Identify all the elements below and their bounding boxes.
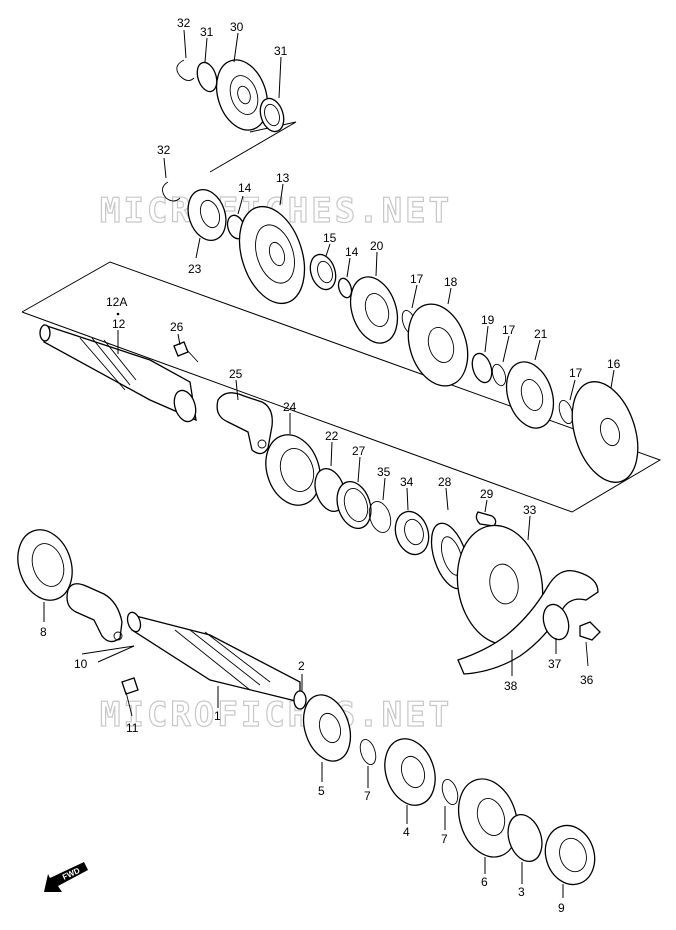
label-24: 24 bbox=[283, 400, 297, 414]
part-23-bearing bbox=[187, 189, 227, 241]
part-37-washer bbox=[542, 603, 570, 641]
label-7-b: 7 bbox=[441, 832, 448, 846]
part-3-bush bbox=[507, 813, 543, 863]
part-27-o-ring bbox=[336, 480, 372, 530]
part-4-gear bbox=[384, 738, 436, 806]
label-12a: 12A bbox=[106, 295, 127, 309]
label-21: 21 bbox=[534, 327, 548, 341]
part-25-stopper-plate bbox=[216, 392, 273, 455]
label-27: 27 bbox=[352, 444, 366, 458]
label-36: 36 bbox=[580, 673, 594, 687]
label-26: 26 bbox=[170, 320, 184, 334]
label-4: 4 bbox=[403, 825, 410, 839]
part-26-bolt bbox=[173, 341, 199, 363]
part-6-gear bbox=[457, 778, 519, 858]
watermark-bottom: MICROFICHES.NET bbox=[100, 695, 452, 735]
part-14-washer-2 bbox=[337, 277, 353, 299]
part-10-stopper-plate bbox=[66, 583, 123, 643]
label-14-a: 14 bbox=[238, 181, 252, 195]
label-32: 32 bbox=[157, 143, 171, 157]
part-12-countershaft bbox=[39, 324, 197, 423]
label-17-a: 17 bbox=[410, 272, 424, 286]
label-35: 35 bbox=[377, 465, 391, 479]
part-31-ring-left bbox=[196, 61, 218, 93]
label-1: 1 bbox=[214, 709, 221, 723]
label-18: 18 bbox=[444, 275, 458, 289]
label-19: 19 bbox=[481, 313, 495, 327]
label-17-c: 17 bbox=[569, 366, 583, 380]
label-33: 33 bbox=[523, 503, 537, 517]
part-17-circlip-c bbox=[558, 399, 574, 425]
part-20-gear bbox=[349, 276, 399, 344]
part-35-o-ring bbox=[368, 501, 392, 533]
label-11: 11 bbox=[126, 721, 139, 735]
part-38-chain bbox=[457, 569, 599, 675]
label-20: 20 bbox=[370, 239, 384, 253]
top-frame-line bbox=[209, 121, 297, 173]
part-7-circlip-a bbox=[359, 738, 377, 766]
label-28: 28 bbox=[438, 475, 452, 489]
label-9: 9 bbox=[558, 901, 565, 915]
part-34-spacer bbox=[394, 510, 430, 556]
label-15: 15 bbox=[323, 231, 337, 245]
part-29-bolt bbox=[475, 511, 497, 527]
label-31-top-right: 31 bbox=[274, 44, 288, 58]
part-15-needle-bearing bbox=[309, 253, 337, 291]
part-32-circlip-top bbox=[176, 59, 195, 81]
part-5-gear bbox=[302, 694, 352, 762]
part-18-gear bbox=[407, 303, 469, 387]
countershaft-frame bbox=[21, 261, 662, 513]
label-3: 3 bbox=[518, 885, 525, 899]
part-17-circlip-b bbox=[491, 363, 507, 387]
label-12: 12 bbox=[112, 317, 126, 331]
label-30: 30 bbox=[230, 20, 244, 34]
label-22: 22 bbox=[325, 429, 339, 443]
forward-arrow-icon: FWD bbox=[44, 862, 88, 892]
label-10: 10 bbox=[74, 657, 88, 671]
part-7-circlip-b bbox=[441, 778, 459, 806]
label-32-top: 32 bbox=[177, 16, 191, 30]
part-13-gear bbox=[238, 205, 306, 305]
label-8: 8 bbox=[40, 625, 47, 639]
label-23: 23 bbox=[188, 262, 202, 276]
part-11-bolt bbox=[121, 677, 139, 717]
label-17-b: 17 bbox=[502, 323, 516, 337]
part-36-bolt bbox=[579, 621, 601, 667]
label-13: 13 bbox=[276, 171, 290, 185]
part-31-ring-right bbox=[259, 97, 285, 133]
label-7-a: 7 bbox=[364, 789, 371, 803]
part-30-gear bbox=[215, 59, 269, 131]
part-16-gear bbox=[571, 381, 639, 483]
label-16: 16 bbox=[607, 357, 621, 371]
fwd-label: FWD bbox=[61, 866, 82, 882]
label-25: 25 bbox=[229, 367, 243, 381]
label-14-b: 14 bbox=[345, 245, 359, 259]
label-38: 38 bbox=[504, 679, 518, 693]
label-31-top-left: 31 bbox=[200, 25, 214, 39]
label-6: 6 bbox=[481, 875, 488, 889]
label-37: 37 bbox=[548, 657, 562, 671]
label-29: 29 bbox=[480, 487, 494, 501]
part-8-bearing bbox=[17, 529, 73, 601]
part-21-gear bbox=[505, 361, 555, 429]
part-9-bearing bbox=[544, 824, 596, 886]
part-19-washer bbox=[471, 352, 493, 384]
part-24-bearing bbox=[265, 434, 321, 506]
label-5: 5 bbox=[318, 784, 325, 798]
label-34: 34 bbox=[400, 475, 414, 489]
label-2: 2 bbox=[298, 659, 305, 673]
part-32-circlip bbox=[162, 181, 181, 202]
part-2-bush bbox=[293, 690, 307, 710]
part-labels: 32 31 30 31 32 14 13 23 15 14 20 17 18 1… bbox=[40, 16, 621, 915]
part-1-driveshaft bbox=[126, 611, 301, 703]
